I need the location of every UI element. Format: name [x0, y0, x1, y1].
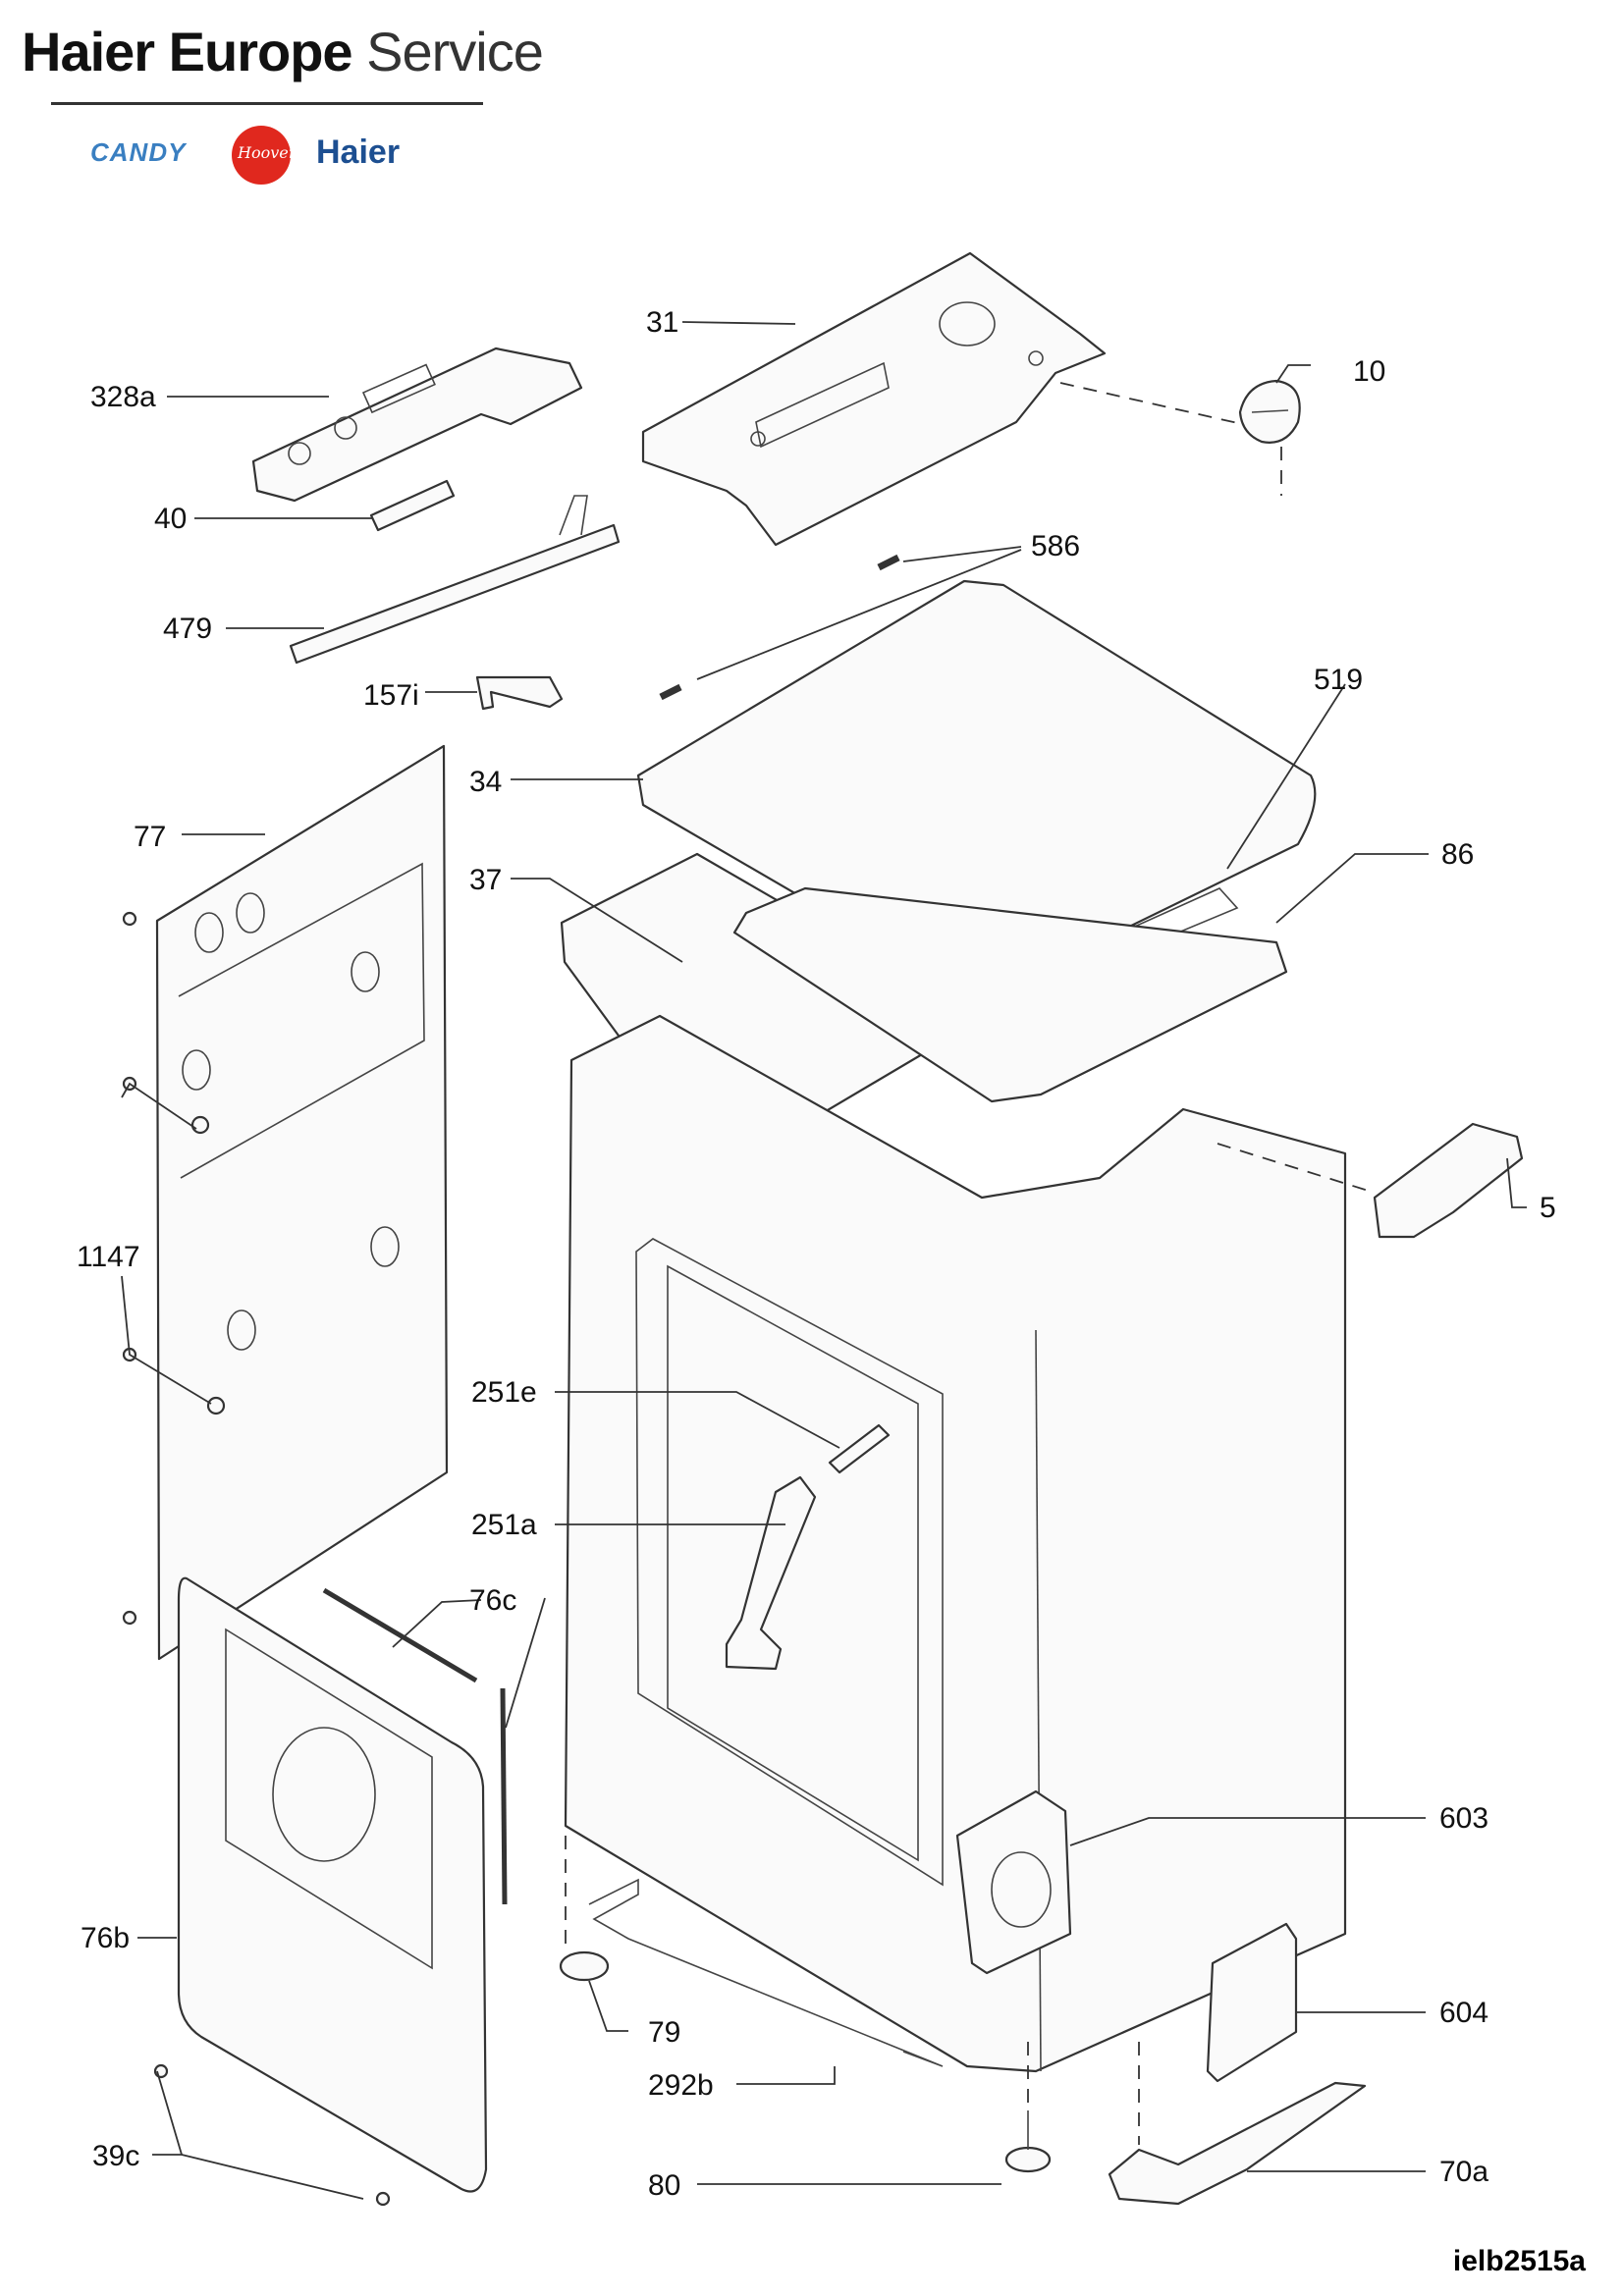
callout-77: 77 [134, 821, 166, 853]
brand-title: Haier Europe Service [22, 18, 544, 86]
callout-251e: 251e [471, 1376, 537, 1409]
callout-251a: 251a [471, 1509, 537, 1541]
callout-519: 519 [1314, 664, 1363, 696]
part-control-panel-cover [641, 251, 1107, 547]
callout-292b: 292b [648, 2069, 714, 2102]
part-lid-frame [732, 886, 1288, 1103]
part-filter-door [1206, 1922, 1298, 2083]
part-filter-housing [955, 1789, 1072, 1975]
part-157i [475, 675, 564, 711]
callout-479: 479 [163, 613, 212, 645]
callout-40: 40 [154, 503, 187, 535]
part-side-panel [177, 1576, 488, 2193]
part-foot-80 [1004, 2110, 1052, 2173]
part-cabinet [564, 1014, 1347, 2073]
part-door-lock [1373, 1122, 1524, 1239]
callout-37: 37 [469, 864, 502, 896]
callout-586: 586 [1031, 530, 1080, 562]
hoover-logo: Hoover [232, 126, 296, 185]
part-586-strips [659, 554, 900, 701]
brand-title-light: Service [366, 21, 544, 82]
part-back-panel [155, 744, 449, 1661]
part-knob [1238, 379, 1301, 444]
callout-157i: 157i [363, 679, 419, 712]
callout-80: 80 [648, 2169, 680, 2202]
part-hinge-251a [725, 1475, 817, 1671]
part-foot-79 [559, 1950, 610, 1982]
callout-86: 86 [1441, 838, 1474, 871]
leader-lines [121, 321, 1527, 2200]
diagram-code: ielb2515a [1452, 2245, 1586, 2277]
callout-labels: 31 10 328a 40 479 157i 586 519 34 77 37 … [77, 306, 1556, 2202]
part-strips-76c [322, 1587, 508, 1905]
callout-328a: 328a [90, 381, 156, 413]
callout-603: 603 [1439, 1802, 1488, 1835]
callout-10: 10 [1353, 355, 1385, 388]
callout-5: 5 [1540, 1192, 1556, 1224]
callout-76c: 76c [469, 1584, 516, 1617]
part-40 [369, 479, 456, 532]
part-pcb-479 [289, 495, 621, 665]
callout-39c: 39c [92, 2140, 139, 2172]
part-drain-pump [1108, 2081, 1367, 2206]
haier-logo: Haier [316, 133, 401, 171]
callout-31: 31 [646, 306, 678, 339]
hoover-logo-text: Hoover [238, 143, 297, 162]
callout-34: 34 [469, 766, 502, 798]
brand-divider [51, 102, 483, 105]
callout-604: 604 [1439, 1997, 1488, 2029]
header: Haier Europe Service [22, 18, 544, 175]
callout-76b: 76b [81, 1922, 130, 1954]
callout-1147: 1147 [77, 1241, 140, 1273]
part-hinge-251e [828, 1423, 891, 1474]
part-pcb-support [251, 347, 583, 503]
callout-70a: 70a [1439, 2156, 1488, 2188]
brand-title-strong: Haier Europe [22, 21, 353, 82]
candy-logo: CANDY [90, 137, 187, 167]
part-base-plate [588, 1878, 944, 2067]
callout-79: 79 [648, 2016, 680, 2049]
